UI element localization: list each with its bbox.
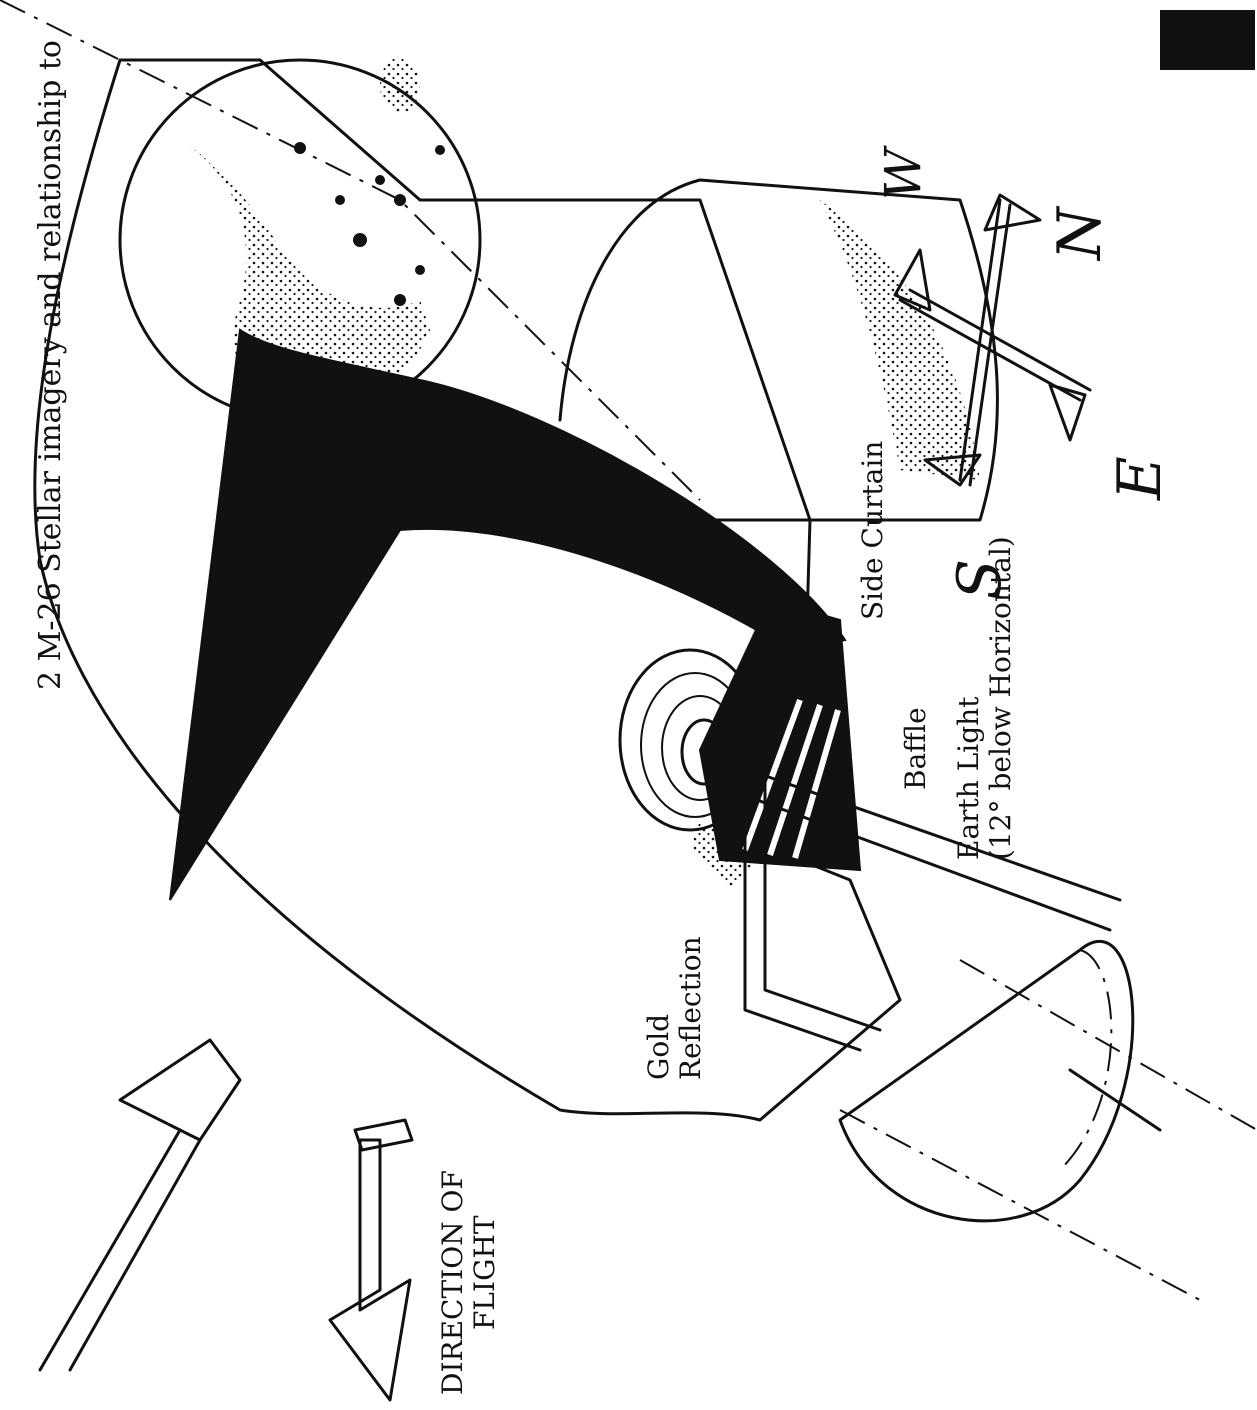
label-gold-line1: Gold [642, 1014, 675, 1080]
compass-west: W [874, 145, 932, 200]
optical-axis-lower [960, 960, 1257, 1130]
compass-east: E [1105, 456, 1175, 501]
compass-north: N [1045, 205, 1115, 262]
figure-caption: 2 M-26 Stellar imagery and relationship … [33, 40, 68, 690]
star-field-blob [380, 57, 420, 113]
label-earth-light-line1: Earth Light [952, 696, 985, 860]
star-field-shade [180, 140, 430, 420]
arrow-upper [40, 1040, 240, 1370]
label-direction-line1: DIRECTION OF [436, 1170, 469, 1395]
label-direction-line2: FLIGHT [468, 1215, 501, 1330]
direction-of-flight-arrow [330, 1120, 412, 1400]
label-baffle: Baffle [899, 707, 932, 790]
cutaway-fill [820, 200, 980, 480]
label-side-curtain: Side Curtain [856, 441, 889, 620]
corner-cube [1160, 10, 1255, 70]
scope-rim-dashed [1060, 950, 1111, 1170]
compass-south: S [945, 559, 1015, 600]
star-field-dots [294, 142, 445, 306]
axis-cone-line [840, 1110, 1200, 1300]
label-gold-line2: Reflection [674, 936, 707, 1080]
